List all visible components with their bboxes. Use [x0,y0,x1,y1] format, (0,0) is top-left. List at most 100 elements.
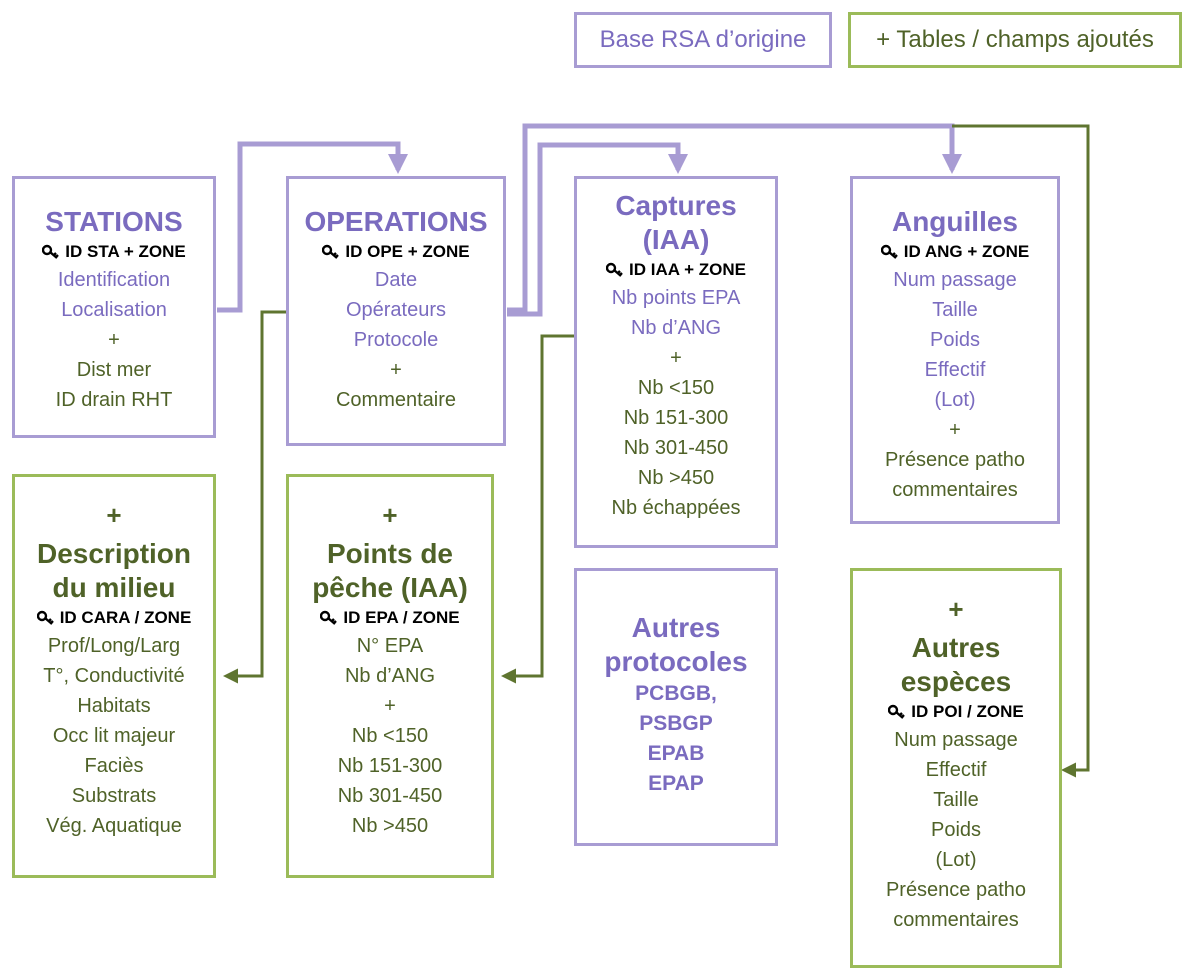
key-icon [888,704,906,719]
field: Nb points EPA [611,287,741,309]
primary-key-label: ID CARA / ZONE [59,608,192,627]
added-field: Nb 151-300 [337,755,443,777]
box-title-line1: Description [36,538,192,569]
added-field: Nb <150 [351,725,429,747]
added-field: Dist mer [76,359,152,381]
legend-original-label: Base RSA d’origine [599,26,807,53]
primary-key-label: ID STA + ZONE [65,242,186,261]
added-field: commentaires [892,479,1018,501]
field: Identification [57,269,171,291]
box-title-line2: protocoles [604,646,748,677]
box-title-line2: espèces [900,666,1012,697]
added-field: Occ lit majeur [52,725,176,747]
added-separator: + [390,359,402,381]
field: (Lot) [934,389,976,411]
primary-key: ID POI / ZONE [853,699,1059,725]
connector-operations-captures [507,142,688,317]
connector-operations-autres-especes [952,124,1090,778]
added-field: Poids [930,819,982,841]
added-field: T°, Conductivité [43,665,185,687]
added-separator: + [949,419,961,441]
field: Opérateurs [345,299,447,321]
primary-key-label: ID EPA / ZONE [343,608,460,627]
protocol-item: EPAB [647,742,705,765]
primary-key: ID STA + ZONE [15,239,213,265]
added-field: Num passage [894,729,1018,751]
protocol-item: PSBGP [639,712,713,735]
box-anguilles: Anguilles ID ANG + ZONE Num passage Tail… [850,176,1060,524]
added-field: Prof/Long/Larg [47,635,181,657]
added-field: Faciès [84,755,144,777]
added-field: Taille [933,789,979,811]
box-autres-protocoles: Autres protocoles PCBGB, PSBGP EPAB EPAP [574,568,778,846]
added-field: Présence patho [885,879,1027,901]
added-field: Nb 151-300 [623,407,729,429]
connector-stations-operations [217,141,408,313]
primary-key-label: ID POI / ZONE [911,702,1024,721]
added-table-marker: + [382,500,398,530]
box-title-line2: (IAA) [642,224,710,255]
box-autres-especes: + Autres espèces ID POI / ZONE Num passa… [850,568,1062,968]
field: Poids [929,329,981,351]
connector-captures-points-peche [501,334,576,684]
added-table-marker: + [106,500,122,530]
box-title-line1: Captures [615,190,737,221]
protocol-item: EPAP [648,772,704,795]
box-operations: OPERATIONS ID OPE + ZONE Date Opérateurs… [286,176,506,446]
field: Taille [932,299,978,321]
legend-original-base: Base RSA d’origine [574,12,832,68]
box-title: STATIONS [45,206,183,237]
field: Localisation [61,299,167,321]
primary-key-label: ID ANG + ZONE [903,242,1030,261]
field: Num passage [893,269,1017,291]
primary-key: ID OPE + ZONE [289,239,503,265]
added-field: Nb 301-450 [623,437,729,459]
added-field: Nb 301-450 [337,785,443,807]
protocol-item: PCBGB, [635,682,717,705]
box-title-line1: Autres [631,612,721,643]
field: Nb d’ANG [630,317,722,339]
added-field: commentaires [893,909,1019,931]
box-title: OPERATIONS [304,206,488,237]
box-title-line2: pêche (IAA) [312,572,468,603]
added-field: N° EPA [356,635,424,657]
added-field: Habitats [77,695,151,717]
primary-key-label: ID IAA + ZONE [629,260,746,279]
added-field: Nb échappées [611,497,741,519]
added-field: Nb >450 [351,815,429,837]
key-icon [42,244,60,259]
box-title-line1: Points de [326,538,453,569]
key-icon [36,610,54,625]
box-title-line1: Autres [911,632,1001,663]
key-icon [880,244,898,259]
connector-operations-milieu [223,310,287,684]
added-field: Effectif [925,759,987,781]
legend-added-label: + Tables / champs ajoutés [876,26,1154,53]
added-separator: + [384,695,396,717]
key-icon [320,610,338,625]
key-icon [322,244,340,259]
added-separator: + [670,347,682,369]
added-field: Vég. Aquatique [46,815,182,837]
box-description-milieu: + Description du milieu ID CARA / ZONE P… [12,474,216,878]
added-field: Nb >450 [637,467,715,489]
box-stations: STATIONS ID STA + ZONE Identification Lo… [12,176,216,438]
box-title: Anguilles [891,206,1018,237]
added-field: Commentaire [335,389,457,411]
legend-added-tables: + Tables / champs ajoutés [848,12,1182,68]
added-field: (Lot) [935,849,977,871]
primary-key: ID CARA / ZONE [15,605,213,631]
box-title-line2: du milieu [52,572,176,603]
field: Date [374,269,418,291]
primary-key: ID EPA / ZONE [289,605,491,631]
added-table-marker: + [948,594,964,624]
primary-key: ID IAA + ZONE [577,257,775,283]
key-icon [605,262,623,277]
field: Protocole [353,329,439,351]
field: Effectif [924,359,986,381]
added-field: Nb <150 [637,377,715,399]
box-points-peche: + Points de pêche (IAA) ID EPA / ZONE N°… [286,474,494,878]
added-field: ID drain RHT [55,389,173,411]
added-field: Nb d’ANG [344,665,436,687]
